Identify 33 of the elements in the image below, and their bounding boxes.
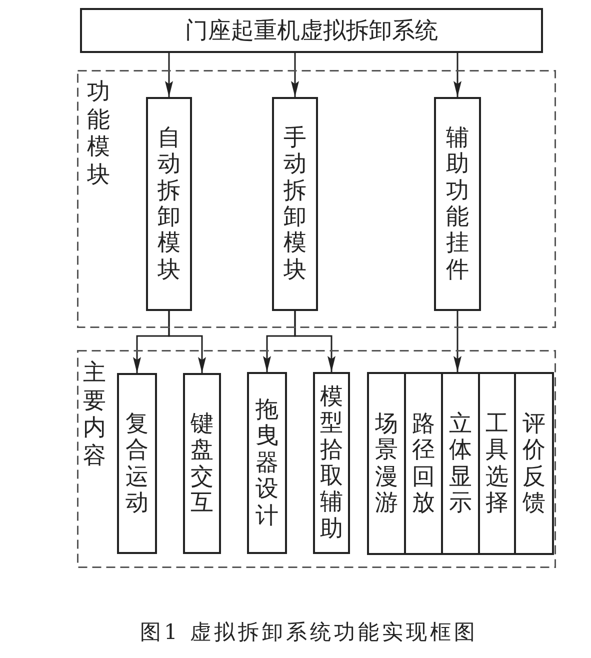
vertical-label: 场景漫游 [375, 410, 398, 516]
vertical-label: 评价反馈 [522, 410, 546, 516]
vertical-label: 路径回放 [412, 410, 435, 516]
content-box [313, 372, 350, 554]
vertical-label: 键盘交互 [190, 410, 214, 516]
vertical-label: 立体显示 [449, 410, 472, 516]
vertical-label: 复合运动 [126, 410, 148, 516]
system-title-box [80, 8, 543, 53]
vertical-label: 自动拆卸模块 [158, 124, 180, 284]
connector-arrow [165, 53, 173, 97]
dashed-group-frame [77, 70, 556, 328]
function-group-frame [367, 372, 554, 555]
figure-caption: 图1 虚拟拆卸系统功能实现框图 [140, 619, 478, 646]
connector-arrow [294, 311, 336, 372]
vertical-label: 模型拾取辅助 [320, 384, 343, 542]
module-box [434, 97, 481, 311]
content-box [117, 373, 157, 554]
connector-arrow [291, 53, 299, 97]
connector-arrow [454, 53, 462, 97]
system-title: 门座起重机虚拟拆卸系统 [185, 17, 438, 46]
group-heading: 主要内容 [83, 360, 106, 470]
connector-arrow [454, 311, 462, 372]
module-box [272, 97, 318, 311]
vertical-label: 工具选择 [486, 410, 508, 516]
vertical-label: 辅助功能挂件 [446, 124, 469, 284]
content-box [183, 373, 221, 554]
group-heading: 功能模块 [87, 79, 110, 190]
module-box [146, 97, 192, 311]
vertical-label: 拖曳器设计 [256, 396, 278, 530]
content-box [247, 372, 287, 554]
connector-arrow [168, 311, 206, 373]
vertical-label: 手动拆卸模块 [284, 124, 306, 284]
dashed-group-frame [77, 350, 556, 568]
